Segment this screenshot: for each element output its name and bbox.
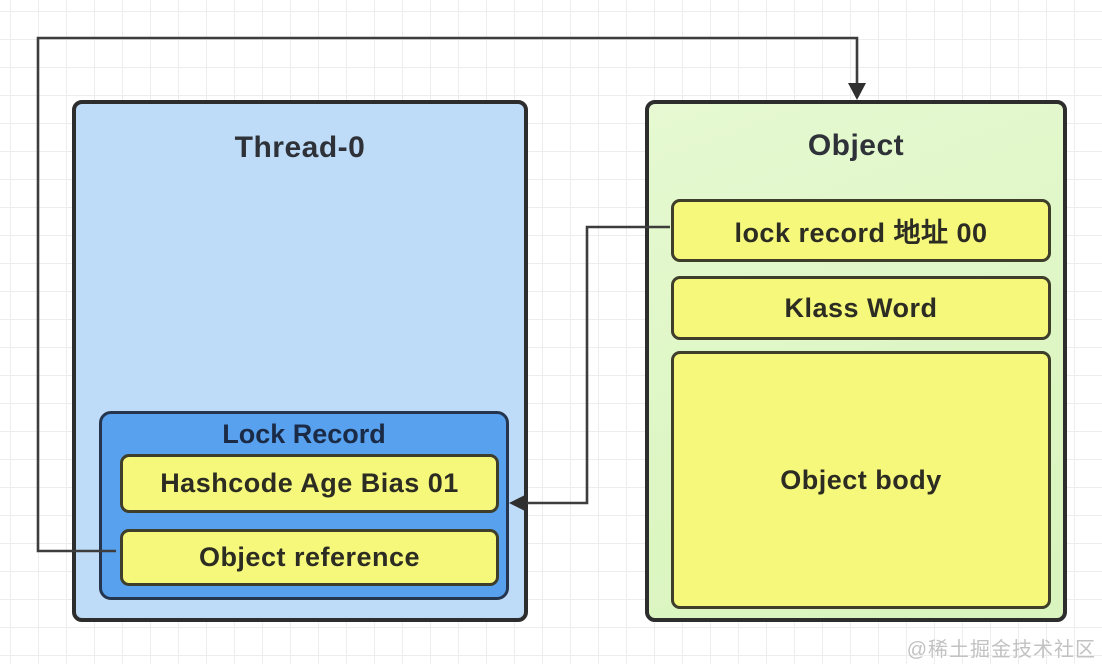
lock-record-title: Lock Record: [222, 419, 386, 449]
slot-lock-record-address: lock record 地址 00: [671, 199, 1051, 262]
lock-record-box: Lock Record Hashcode Age Bias 01 Object …: [99, 411, 509, 600]
slot-object-body: Object body: [671, 351, 1051, 609]
slot-object-reference: Object reference: [120, 529, 499, 586]
object-box: Object lock record 地址 00 Klass Word Obje…: [645, 100, 1067, 622]
watermark: @稀土掘金技术社区: [906, 639, 1096, 661]
thread-box: Thread-0 Lock Record Hashcode Age Bias 0…: [72, 100, 528, 622]
slot-klass-word: Klass Word: [671, 276, 1051, 340]
slot-hashcode-age-bias: Hashcode Age Bias 01: [120, 454, 499, 513]
thread-box-title: Thread-0: [234, 131, 366, 164]
object-box-title: Object: [807, 129, 905, 162]
arrowhead-down-icon: [848, 83, 866, 100]
